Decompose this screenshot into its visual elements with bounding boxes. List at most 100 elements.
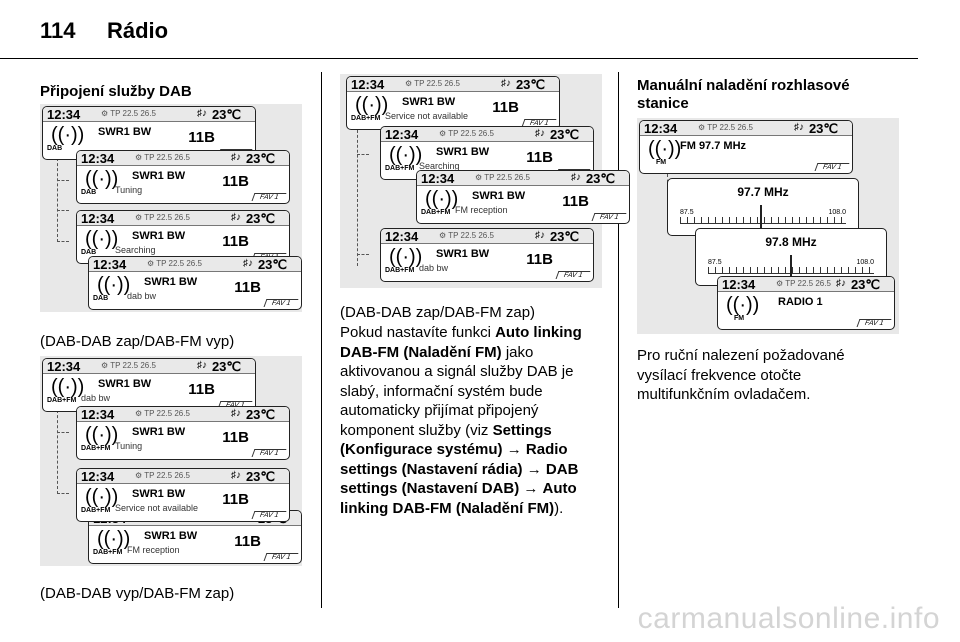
audio-icon: ♯♪ xyxy=(231,470,241,481)
band-tag: DAB+FM xyxy=(351,115,381,122)
station-name: SWR1 BW xyxy=(132,170,186,182)
figure-manual-tuning: 12:34 ⚙ TP 22.5 26.5 ♯♪ 23℃ ((·)) FM FM … xyxy=(637,118,899,334)
status-bar xyxy=(417,171,629,186)
temperature: 23℃ xyxy=(245,469,275,484)
channel: 11B xyxy=(222,491,249,508)
station-name: SWR1 BW xyxy=(144,530,198,542)
status-text: FM reception xyxy=(455,205,508,215)
station-name: SWR1 BW xyxy=(132,230,186,242)
status-text: Service not available xyxy=(115,503,199,513)
clock: 12:34 xyxy=(81,211,115,226)
antenna-icon: ((·)) xyxy=(85,228,119,250)
status-text: Searching xyxy=(419,161,460,171)
antenna-icon: ((·)) xyxy=(355,94,389,116)
band-tag: DAB xyxy=(81,249,97,256)
band-tag: DAB xyxy=(93,295,109,302)
status-bar xyxy=(43,359,255,374)
status-icons: ⚙ TP 22.5 26.5 xyxy=(135,213,190,222)
section-heading-dab: Připojení služby DAB xyxy=(40,83,192,100)
caption-dab-on-fm-on: (DAB-DAB zap/DAB-FM zap) xyxy=(340,304,536,321)
favourite-tab: FAV 1 xyxy=(263,299,299,307)
favourite-tab: FAV 1 xyxy=(591,213,627,221)
band-tag: DAB+FM xyxy=(421,209,451,216)
status-icons: ⚙ TP 22.5 26.5 xyxy=(101,361,156,370)
figure-connector xyxy=(57,180,69,181)
antenna-icon: ((·)) xyxy=(51,376,85,398)
channel: 11B xyxy=(492,99,519,116)
page-number: 114 xyxy=(40,18,76,43)
clock: 12:34 xyxy=(385,229,419,244)
audio-icon: ♯♪ xyxy=(197,108,207,119)
audio-icon: ♯♪ xyxy=(535,128,545,139)
status-icons: ⚙ TP 22.5 26.5 xyxy=(135,153,190,162)
status-bar xyxy=(89,257,301,272)
clock: 12:34 xyxy=(421,171,455,186)
channel: 11B xyxy=(222,429,249,446)
favourite-tab: FAV 1 xyxy=(555,271,591,279)
figure-connector xyxy=(57,210,69,211)
audio-icon: ♯♪ xyxy=(197,360,207,371)
favourite-tab: FAV 1 xyxy=(251,193,287,201)
figure-connector xyxy=(57,158,58,242)
status-icons: ⚙ TP 22.5 26.5 xyxy=(439,231,494,240)
audio-icon: ♯♪ xyxy=(231,408,241,419)
status-bar xyxy=(77,407,289,422)
status-icons: ⚙ TP 22.5 26.5 xyxy=(135,471,190,480)
station-name: SWR1 BW xyxy=(132,426,186,438)
caption-dab-off-fm-on: (DAB-DAB vyp/DAB-FM zap) xyxy=(40,585,235,602)
menu-path-term: Radio settings (Nastavení rádia) xyxy=(340,441,568,478)
column-divider-1 xyxy=(321,72,322,608)
favourite-tab: FAV 1 xyxy=(251,511,287,519)
menu-path-term: Auto linking DAB-FM (Naladění FM) xyxy=(340,324,582,361)
menu-path-term: Auto linking DAB-FM (Naladění FM) xyxy=(340,480,577,517)
channel: 11B xyxy=(222,173,249,190)
text: jako aktivovanou a signál služby DAB je … xyxy=(340,343,574,439)
figure-connector xyxy=(357,130,358,266)
band-tag: DAB+FM xyxy=(47,397,77,404)
clock: 12:34 xyxy=(81,151,115,166)
band-tag: DAB xyxy=(81,189,97,196)
radio-screen: 12:34 ⚙ TP 22.5 26.5 ♯♪ 23℃ ((·))DAB SWR1 BW S… xyxy=(76,210,290,264)
antenna-icon: ((·)) xyxy=(85,424,119,446)
antenna-icon: ((·)) xyxy=(85,168,119,190)
temperature: 23℃ xyxy=(585,171,615,186)
radio-screen-fm: 12:34 ⚙ TP 22.5 26.5 ♯♪ 23℃ ((·)) FM FM … xyxy=(639,120,853,174)
section-heading-manual-tuning: Manuální naladění rozhlasové stanice xyxy=(637,77,850,112)
favourite-tab: FAV 1 xyxy=(263,553,299,561)
page-title: Rádio xyxy=(107,18,169,43)
temperature: 23℃ xyxy=(211,359,241,374)
footer-watermark: carmanualsonline.info xyxy=(637,602,940,635)
status-bar xyxy=(43,107,255,122)
status-bar xyxy=(381,229,593,244)
status-text: FM reception xyxy=(127,545,180,555)
status-text: Searching xyxy=(115,245,156,255)
audio-icon: ♯♪ xyxy=(243,258,253,269)
status-bar xyxy=(347,77,559,92)
clock: 12:34 xyxy=(351,77,385,92)
temperature: 23℃ xyxy=(245,407,275,422)
channel: 11B xyxy=(234,533,261,550)
channel: 11B xyxy=(188,381,215,398)
caption-dab-on-fm-off: (DAB-DAB zap/DAB-FM vyp) xyxy=(40,333,235,350)
temperature: 23℃ xyxy=(549,229,579,244)
antenna-icon: ((·)) xyxy=(389,246,423,268)
temperature: 23℃ xyxy=(245,211,275,226)
band-tag: DAB+FM xyxy=(93,549,123,556)
temperature: 23℃ xyxy=(211,107,241,122)
clock: 12:34 xyxy=(81,469,115,484)
figure-connector xyxy=(57,493,69,494)
station-name: SWR1 BW xyxy=(144,276,198,288)
band-tag: DAB xyxy=(47,145,63,152)
arrow: → xyxy=(522,460,546,478)
temperature: 23℃ xyxy=(245,151,275,166)
clock: 12:34 xyxy=(93,257,127,272)
favourite-tab: FAV 1 xyxy=(251,449,287,457)
audio-icon: ♯♪ xyxy=(231,212,241,223)
arrow: → xyxy=(519,480,543,497)
